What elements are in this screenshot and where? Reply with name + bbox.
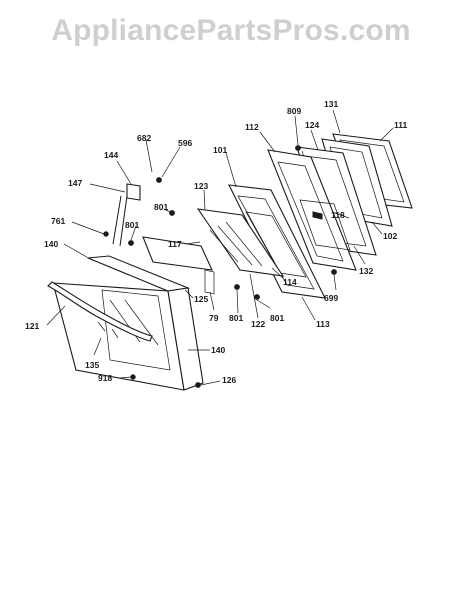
callout-label: 144: [104, 150, 118, 160]
callout-labels: 111 131 809 124 112 101 123 118 102 132 …: [25, 99, 408, 385]
outer-door-panel: [52, 255, 204, 391]
callout-label: 126: [222, 375, 236, 385]
callout-label: 114: [283, 277, 297, 287]
callout-label: 131: [324, 99, 338, 109]
callout-label: 682: [137, 133, 151, 143]
callout-label: 801: [125, 220, 139, 230]
callout-label: 918: [98, 373, 112, 383]
callout-label: 101: [213, 145, 227, 155]
callout-label: 801: [270, 313, 284, 323]
callout-label: 121: [25, 321, 39, 331]
callout-label: 112: [245, 122, 259, 132]
callout-label: 140: [211, 345, 225, 355]
hinge-bracket: [112, 183, 141, 247]
watermark-text: AppliancePartsPros.com: [51, 14, 411, 47]
callout-label: 111: [394, 120, 408, 130]
leader-lines: [46, 109, 394, 386]
window-frame: [228, 184, 326, 299]
callout-label: 761: [51, 216, 65, 226]
callout-label: 122: [251, 319, 265, 329]
callout-label: 801: [229, 313, 243, 323]
inner-door-panel: [267, 149, 357, 271]
callout-label: 132: [359, 266, 373, 276]
callout-label: 140: [44, 239, 58, 249]
screws-and-fasteners: [103, 145, 337, 388]
callout-label: 102: [383, 231, 397, 241]
callout-label: 125: [194, 294, 208, 304]
callout-label: 124: [305, 120, 319, 130]
callout-label: 135: [85, 360, 99, 370]
callout-label: 117: [168, 239, 182, 249]
callout-label: 147: [68, 178, 82, 188]
callout-label: 118: [331, 210, 345, 220]
door-glass: [196, 208, 285, 277]
callout-label: 596: [178, 138, 192, 148]
callout-label: 123: [194, 181, 208, 191]
callout-label: 79: [209, 313, 219, 323]
door-shield: [142, 236, 215, 295]
callout-label: 113: [316, 319, 330, 329]
door-handle: [47, 281, 153, 342]
callout-label: 809: [287, 106, 301, 116]
callout-label: 801: [154, 202, 168, 212]
callout-label: 699: [324, 293, 338, 303]
